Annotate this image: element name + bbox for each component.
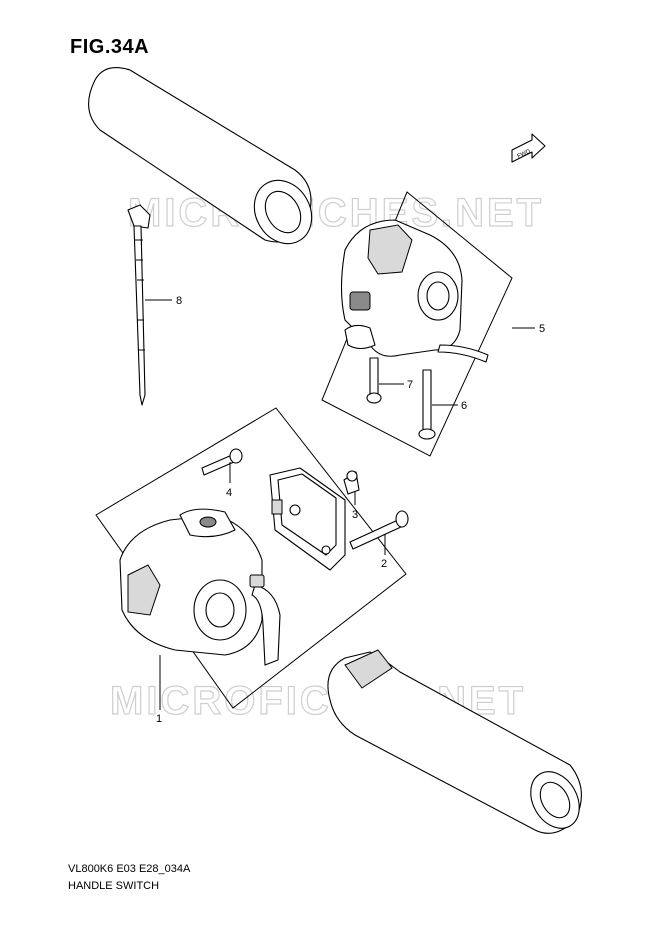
throttle-grip-drawing xyxy=(327,649,582,834)
callout-5: 5 xyxy=(539,323,545,335)
left-switch-housing-drawing xyxy=(119,508,281,666)
watermark-upper: MICROFICHES.NET xyxy=(128,191,544,235)
screw-7-drawing xyxy=(366,357,382,404)
callout-1: 1 xyxy=(156,713,162,725)
callout-2: 2 xyxy=(381,558,387,570)
fwd-label: FWD xyxy=(517,148,533,159)
figure-title: FIG.34A xyxy=(70,36,150,58)
right-switch-housing-drawing xyxy=(340,219,489,363)
callout-3: 3 xyxy=(352,509,358,521)
callout-7: 7 xyxy=(407,379,413,391)
callout-8: 8 xyxy=(176,295,182,307)
callout-4: 4 xyxy=(226,487,232,499)
left-grip-drawing xyxy=(88,67,313,245)
screw-4-drawing xyxy=(201,448,243,476)
figure-name: HANDLE SWITCH xyxy=(68,880,160,892)
screw-2-drawing xyxy=(349,510,409,550)
screw-3-drawing xyxy=(343,470,360,495)
clamp-bracket-drawing xyxy=(269,467,346,571)
screw-6-drawing xyxy=(418,369,436,440)
figure-code: VL800K6 E03 E28_034A xyxy=(68,863,191,875)
cable-tie-drawing xyxy=(127,204,151,406)
fwd-arrow-icon: FWD xyxy=(511,133,546,163)
callout-6: 6 xyxy=(461,400,467,412)
